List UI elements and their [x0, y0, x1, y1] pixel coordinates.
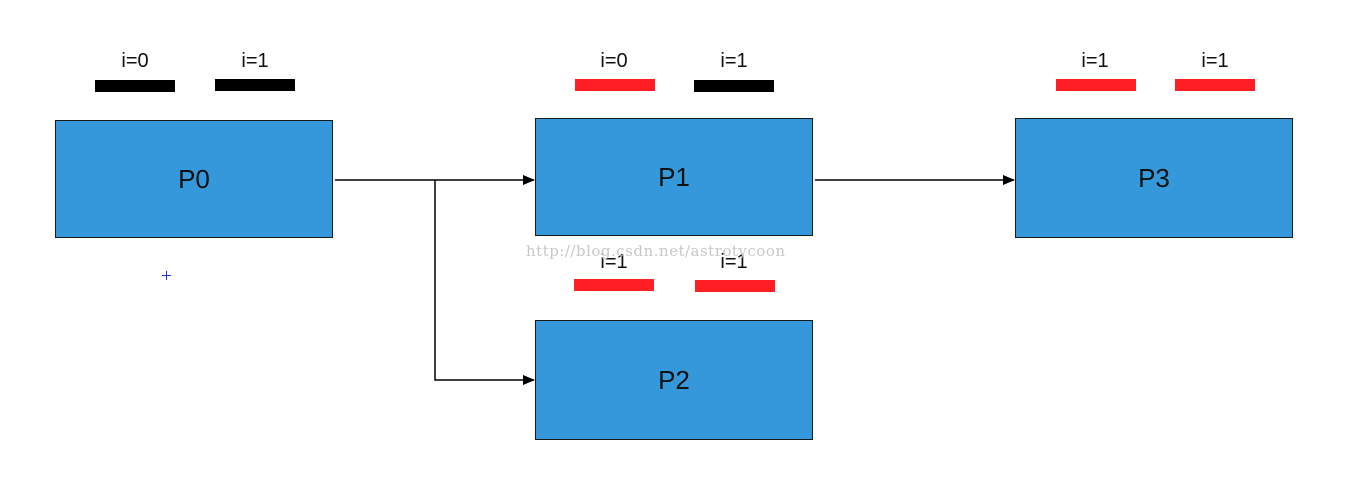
- p1-var-1-bar: [694, 80, 774, 92]
- p0-var-1-bar: [215, 79, 295, 91]
- process-p1-box: P1: [535, 118, 813, 236]
- p3-var-1-label: i=1: [1201, 50, 1229, 72]
- p3-var-0-label: i=1: [1081, 50, 1109, 72]
- p0-var-1-label: i=1: [241, 50, 269, 72]
- p0-var-0-bar: [95, 80, 175, 92]
- process-p0-label: P0: [178, 163, 210, 194]
- p2-var-1-label: i=1: [720, 251, 748, 273]
- process-p2-label: P2: [658, 364, 690, 395]
- p0-var-0-label: i=0: [121, 50, 149, 72]
- p2-var-0-bar: [574, 279, 654, 291]
- p1-var-0-bar: [575, 79, 655, 91]
- watermark-text: http://blog.csdn.net/astrotycoon: [526, 242, 786, 260]
- p2-var-0-label: i=1: [600, 251, 628, 273]
- process-p3-box: P3: [1015, 118, 1293, 238]
- process-p2-box: P2: [535, 320, 813, 440]
- process-p0-box: P0: [55, 120, 333, 238]
- process-p1-label: P1: [658, 161, 690, 192]
- p1-var-0-label: i=0: [600, 50, 628, 72]
- process-p3-label: P3: [1138, 162, 1170, 193]
- p3-var-1-bar: [1175, 79, 1255, 91]
- p1-var-1-label: i=1: [720, 50, 748, 72]
- crosshair-cursor-icon: [162, 271, 171, 280]
- edge-p0-to-p2: [434, 180, 535, 385]
- p2-var-1-bar: [695, 280, 775, 292]
- p3-var-0-bar: [1056, 79, 1136, 91]
